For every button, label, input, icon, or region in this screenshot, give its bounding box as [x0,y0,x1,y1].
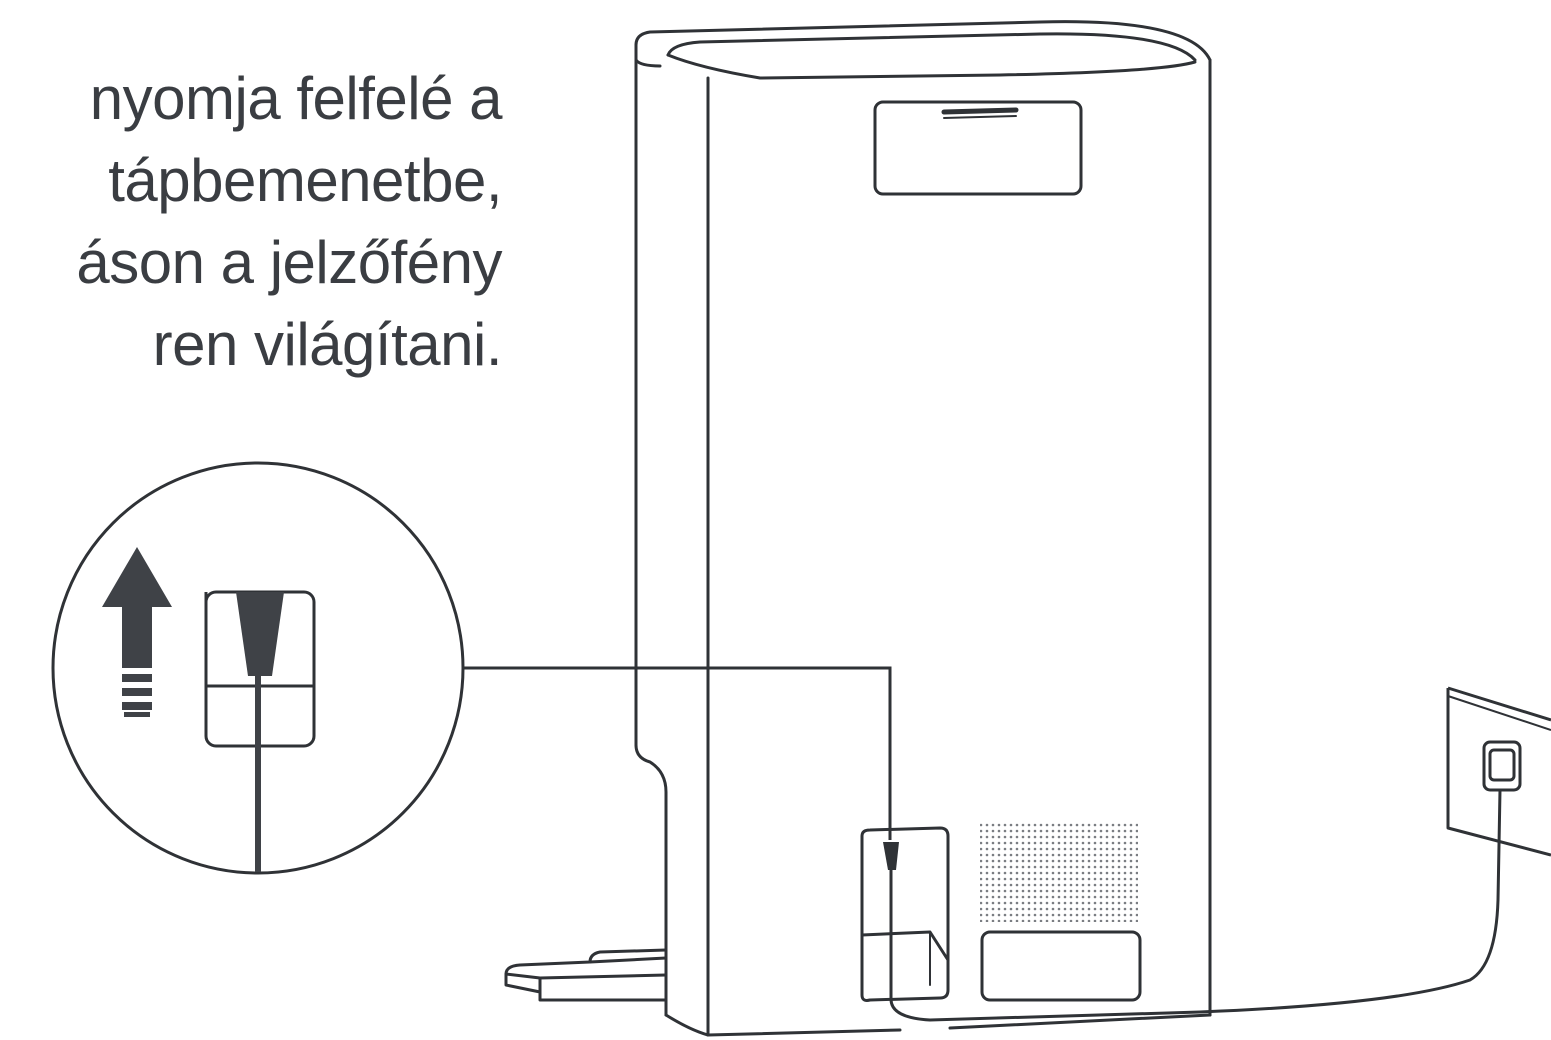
vent-grille [980,822,1138,922]
power-plug-icon [883,790,1500,1020]
callout-line [462,668,890,840]
zoom-detail-circle [53,463,463,873]
